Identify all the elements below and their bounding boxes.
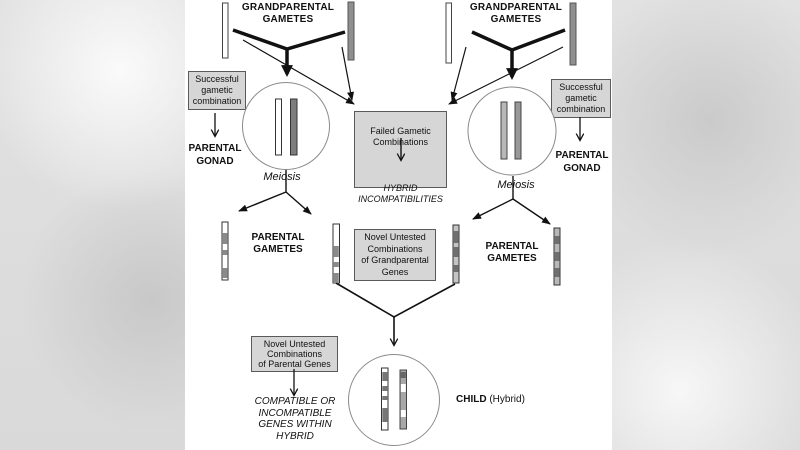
parental-gametes-label-left: PARENTAL GAMETES: [251, 232, 305, 255]
successful-combination-box-right: Successful gametic combination: [551, 79, 611, 118]
parental-gonad-label-right: PARENTAL GONAD: [555, 150, 609, 174]
child-label: CHILD: [456, 394, 487, 405]
novel-parental-box: Novel Untested Combinations of Parental …: [251, 336, 338, 372]
failed-combinations-title: Failed Gametic Combinations: [370, 126, 431, 147]
diagram-panel: [185, 0, 612, 450]
child-qualifier: (Hybrid): [489, 394, 525, 405]
compatible-result-text: COMPATIBLE OR INCOMPATIBLE GENES WITHIN …: [254, 396, 336, 442]
hybrid-incompatibilities-text: HYBRID INCOMPATIBILITIES: [358, 183, 443, 204]
failed-combinations-box: Failed Gametic Combinations HYBRID INCOM…: [354, 111, 447, 204]
parental-gonad-label-left: PARENTAL GONAD: [188, 143, 242, 167]
meiosis-label-left: Meiosis: [263, 171, 301, 183]
child-label-group: CHILD (Hybrid): [456, 394, 525, 405]
grandparental-title-right: GRANDPARENTAL GAMETES: [469, 2, 563, 25]
novel-grandparental-box: Novel Untested Combinations of Grandpare…: [354, 229, 436, 281]
parental-gametes-label-right: PARENTAL GAMETES: [485, 241, 539, 264]
meiosis-label-right: Meiosis: [497, 179, 535, 191]
successful-combination-box-left: Successful gametic combination: [188, 71, 246, 110]
grandparental-title-left: GRANDPARENTAL GAMETES: [241, 2, 335, 25]
